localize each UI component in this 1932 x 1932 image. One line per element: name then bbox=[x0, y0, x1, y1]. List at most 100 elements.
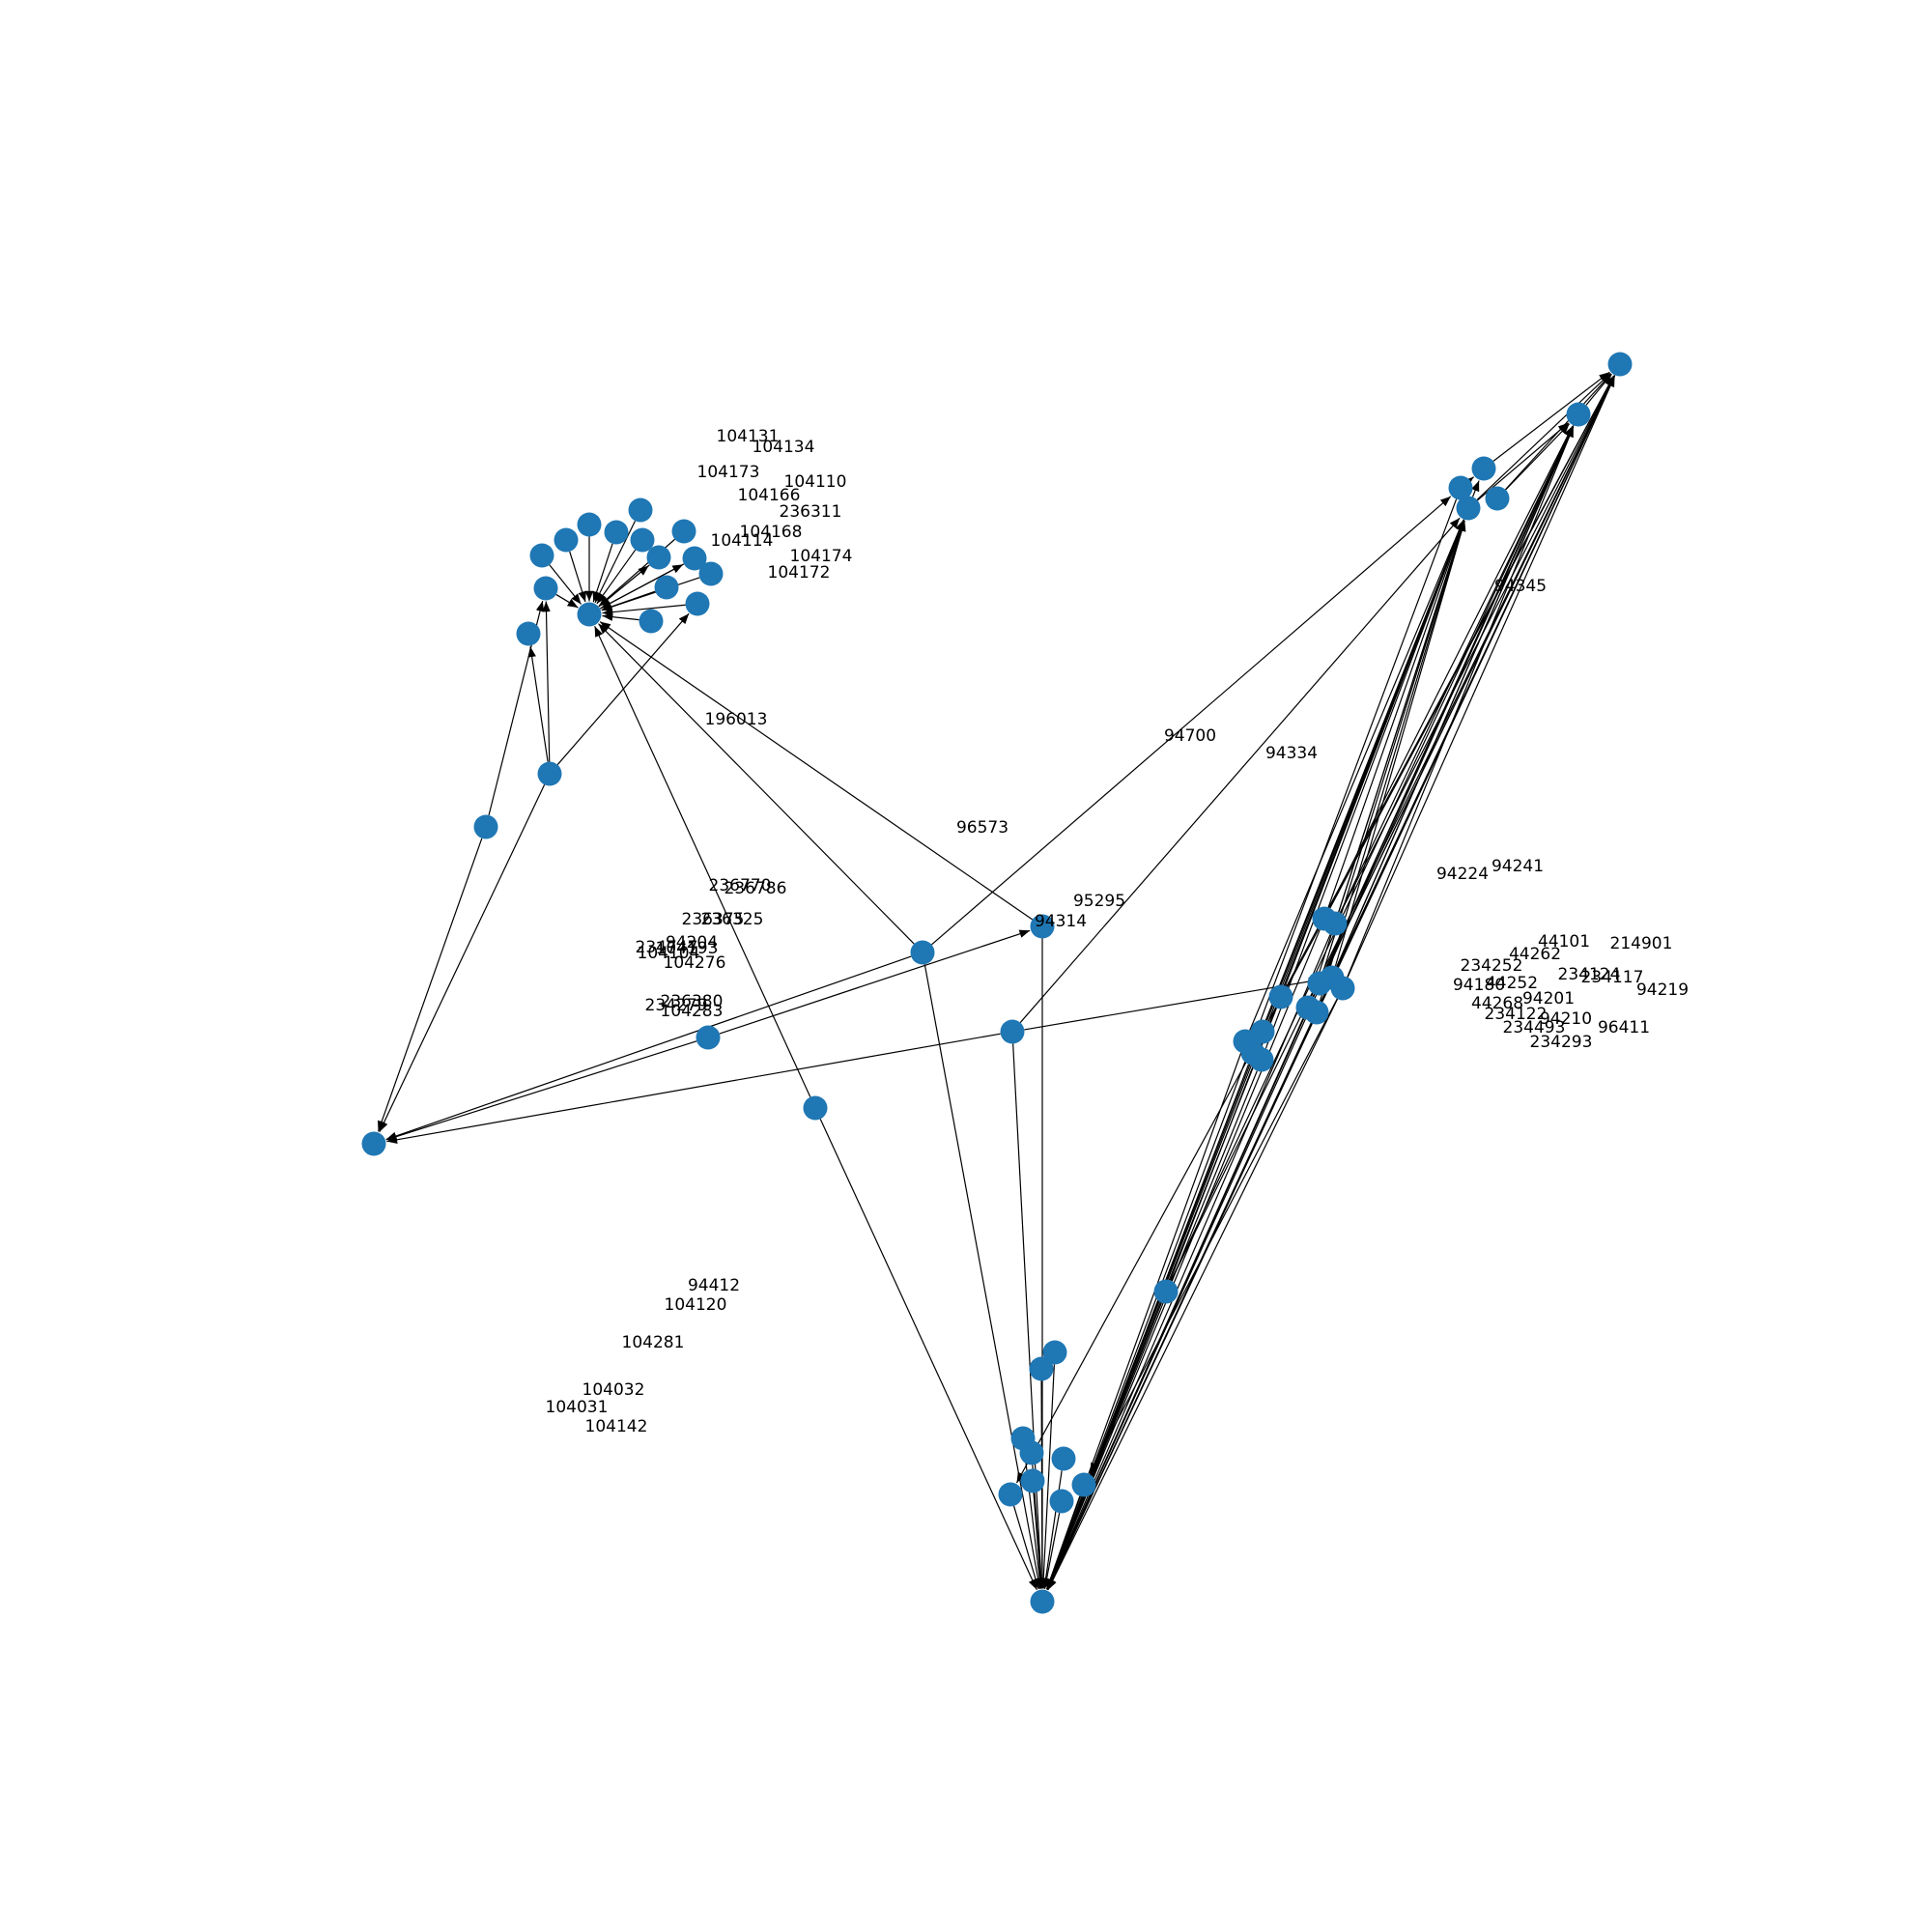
nodes-layer bbox=[361, 352, 1633, 1614]
graph-edge-40 bbox=[1463, 476, 1475, 487]
graph-edge-68 bbox=[1347, 426, 1575, 978]
graph-edge-12 bbox=[602, 612, 639, 621]
node-label: 94201 bbox=[1522, 989, 1575, 1009]
node-label: 196013 bbox=[705, 710, 768, 729]
node-label: 96411 bbox=[1598, 1018, 1650, 1037]
graph-node-c12 bbox=[1249, 1047, 1274, 1072]
graph-edge-83 bbox=[1170, 375, 1615, 1282]
node-label: 234122 bbox=[1485, 1005, 1548, 1024]
node-label: 94210 bbox=[1540, 1009, 1592, 1029]
node-label: 44262 bbox=[1509, 945, 1561, 964]
graph-edge-5 bbox=[596, 549, 637, 605]
node-label: 94700 bbox=[1164, 726, 1216, 746]
node-label: 234117 bbox=[1581, 968, 1644, 987]
graph-edge-94 bbox=[1046, 1052, 1242, 1590]
node-label: 236311 bbox=[780, 502, 842, 522]
graph-node-t1 bbox=[529, 543, 554, 568]
graph-node-t14 bbox=[533, 576, 558, 601]
node-label: 104134 bbox=[753, 438, 815, 457]
graph-edge-22 bbox=[598, 623, 915, 945]
node-label: 104104 bbox=[638, 944, 700, 963]
graph-node-t3 bbox=[577, 512, 602, 537]
graph-edge-35 bbox=[1024, 977, 1320, 1031]
node-label: 234124 bbox=[1558, 965, 1621, 984]
graph-edge-0 bbox=[549, 564, 582, 605]
graph-edge-50 bbox=[1012, 1505, 1040, 1590]
graph-edge-89 bbox=[1047, 998, 1339, 1591]
node-label: 94345 bbox=[1494, 577, 1547, 596]
graph-edge-16 bbox=[542, 601, 551, 762]
edges-layer bbox=[377, 371, 1616, 1591]
graph-node-t12 bbox=[685, 591, 710, 616]
node-label: 234493 bbox=[1503, 1018, 1566, 1037]
graph-edge-20 bbox=[379, 784, 546, 1133]
graph-edge-43 bbox=[1505, 423, 1571, 491]
graph-edge-51 bbox=[1042, 1513, 1061, 1589]
graph-edge-13 bbox=[555, 593, 579, 609]
graph-node-t13 bbox=[639, 609, 664, 634]
node-label: 44252 bbox=[1486, 974, 1538, 993]
node-label: 104142 bbox=[585, 1417, 648, 1436]
graph-node-R5 bbox=[1485, 486, 1510, 511]
graph-node-t9 bbox=[682, 546, 707, 571]
graph-node-R6 bbox=[1456, 496, 1481, 521]
graph-edge-11 bbox=[602, 604, 686, 616]
node-label: 104168 bbox=[740, 523, 803, 542]
graph-edge-78 bbox=[1264, 520, 1464, 1049]
node-label: 94219 bbox=[1636, 980, 1689, 1000]
graph-node-t16 bbox=[537, 761, 562, 786]
node-label: 236375 bbox=[682, 910, 745, 929]
graph-node-b5 bbox=[1051, 1446, 1076, 1471]
node-label: 234747 bbox=[636, 938, 698, 957]
graph-edge-60 bbox=[1347, 376, 1616, 978]
graph-edge-21 bbox=[377, 838, 483, 1132]
graph-edge-14 bbox=[598, 565, 649, 608]
graph-edge-41 bbox=[1471, 480, 1480, 497]
graph-node-t8 bbox=[646, 545, 671, 570]
graph-node-m2 bbox=[1030, 914, 1055, 939]
node-label: 234279 bbox=[645, 996, 708, 1015]
graph-edge-17 bbox=[527, 646, 549, 762]
graph-edge-73 bbox=[1334, 520, 1466, 967]
graph-node-m5 bbox=[803, 1095, 828, 1121]
graph-node-R2 bbox=[1566, 402, 1591, 427]
graph-edge-71 bbox=[1327, 520, 1465, 908]
graph-node-t5 bbox=[628, 497, 653, 523]
node-label: 95295 bbox=[1073, 892, 1125, 911]
graph-node-t4 bbox=[604, 520, 629, 545]
graph-edge-10 bbox=[601, 590, 656, 611]
node-label: 234252 bbox=[1461, 956, 1523, 976]
graph-node-m1 bbox=[910, 940, 935, 965]
graph-edge-23 bbox=[599, 621, 1034, 921]
graph-node-R4 bbox=[1448, 475, 1473, 500]
graph-node-t6 bbox=[630, 527, 655, 553]
graph-node-t17 bbox=[473, 814, 498, 839]
node-label: 104120 bbox=[665, 1295, 727, 1315]
graph-node-B bbox=[1030, 1589, 1055, 1614]
graph-edge-61 bbox=[1286, 375, 1615, 987]
graph-edge-49 bbox=[1033, 1492, 1045, 1589]
node-label: 234293 bbox=[1530, 1033, 1593, 1052]
graph-edge-64 bbox=[1329, 425, 1574, 909]
graph-edge-26 bbox=[385, 1040, 697, 1141]
graph-node-b7 bbox=[998, 1482, 1023, 1507]
node-label: 44268 bbox=[1471, 994, 1523, 1013]
node-label: 104281 bbox=[622, 1333, 685, 1352]
graph-edge-65 bbox=[1339, 425, 1574, 913]
graph-node-b8 bbox=[1049, 1489, 1074, 1514]
node-label: 236325 bbox=[701, 910, 764, 929]
graph-edge-31 bbox=[923, 964, 1042, 1589]
graph-node-L bbox=[361, 1131, 386, 1156]
node-label: 214901 bbox=[1610, 934, 1673, 953]
graph-node-R1 bbox=[1607, 352, 1633, 377]
node-label: 104173 bbox=[697, 463, 760, 482]
node-label: 104110 bbox=[784, 472, 847, 492]
graph-node-c6 bbox=[1268, 984, 1293, 1009]
graph-node-b2 bbox=[1029, 1356, 1054, 1381]
graph-edge-4 bbox=[594, 520, 637, 604]
node-label: 236770 bbox=[709, 876, 772, 895]
node-label: 236380 bbox=[661, 992, 724, 1011]
node-label: 94314 bbox=[1035, 912, 1087, 931]
node-label: 236786 bbox=[724, 879, 787, 898]
node-label: 96573 bbox=[956, 818, 1009, 838]
